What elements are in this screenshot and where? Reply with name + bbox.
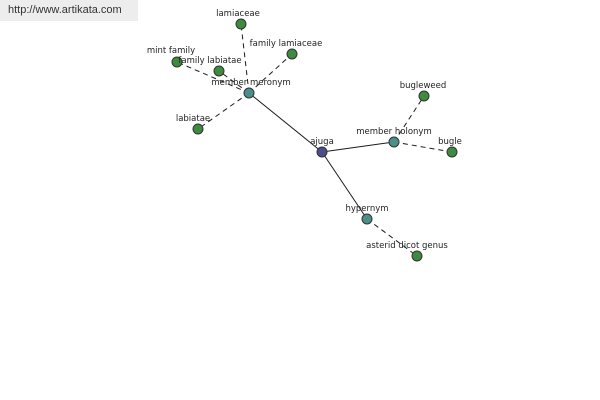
node-circle-member-holonym[interactable] [388,136,400,148]
node-label-member-holonym: member holonym [356,127,431,137]
edge-member-meronym-family-lamiaceae [248,53,293,94]
node-circle-labiatae[interactable] [192,123,204,135]
node-label-labiatae: labiatae [176,114,210,124]
node-circle-member-meronym[interactable] [243,87,255,99]
node-ajuga[interactable]: ajuga [310,137,334,158]
node-labiatae[interactable]: labiatae [176,114,210,135]
node-circle-mint-family[interactable] [171,56,183,68]
edge-member-holonym-bugleweed [393,95,425,143]
node-circle-lamiaceae[interactable] [235,18,247,30]
node-circle-bugleweed[interactable] [418,90,430,102]
node-label-mint-family: mint family [147,46,195,56]
node-lamiaceae[interactable]: lamiaceae [216,9,260,30]
node-label-asterid-dicot-genus: asterid dicot genus [366,241,448,251]
node-circle-bugle[interactable] [446,146,458,158]
node-circle-ajuga[interactable] [316,146,328,158]
edge-member-meronym-lamiaceae [240,23,250,94]
edge-member-meronym-mint-family [176,61,250,94]
node-mint-family[interactable]: mint family [147,46,195,68]
node-label-bugleweed: bugleweed [400,81,447,91]
node-circle-asterid-dicot-genus[interactable] [411,250,423,262]
graph-nodes: ajuga member meronym member holonym hyperny… [147,9,462,262]
edge-ajuga-hypernym [321,151,368,220]
node-label-hypernym: hypernym [345,204,388,214]
node-label-family-lamiaceae: family lamiaceae [250,39,323,49]
node-bugle[interactable]: bugle [438,137,462,158]
edge-ajuga-member-holonym [321,141,395,153]
node-asterid-dicot-genus[interactable]: asterid dicot genus [366,241,448,262]
edge-member-meronym-family-labiatae [218,70,250,94]
node-label-member-meronym: member meronym [211,78,290,88]
edge-member-holonym-bugle [393,141,453,153]
node-label-family-labiatae: family labiatae [178,56,241,66]
node-member-meronym[interactable]: member meronym [211,78,291,99]
node-hypernym[interactable]: hypernym [345,204,389,225]
edge-hypernym-asterid-dicot-genus [366,218,418,257]
node-label-lamiaceae: lamiaceae [216,9,260,19]
node-family-lamiaceae[interactable]: family lamiaceae [250,39,323,60]
node-label-ajuga: ajuga [310,137,334,147]
node-bugleweed[interactable]: bugleweed [400,81,447,102]
node-circle-family-labiatae[interactable] [213,65,225,77]
graph-edges [176,23,453,257]
edge-ajuga-member-meronym [248,92,323,153]
edge-member-meronym-labiatae [197,92,250,130]
node-circle-hypernym[interactable] [361,213,373,225]
node-family-labiatae[interactable]: family labiatae [178,56,242,77]
source-url-link[interactable]: http://www.artikata.com [0,0,138,21]
node-member-holonym[interactable]: member holonym [356,127,432,148]
node-circle-family-lamiaceae[interactable] [286,48,298,60]
node-label-bugle: bugle [438,137,462,147]
